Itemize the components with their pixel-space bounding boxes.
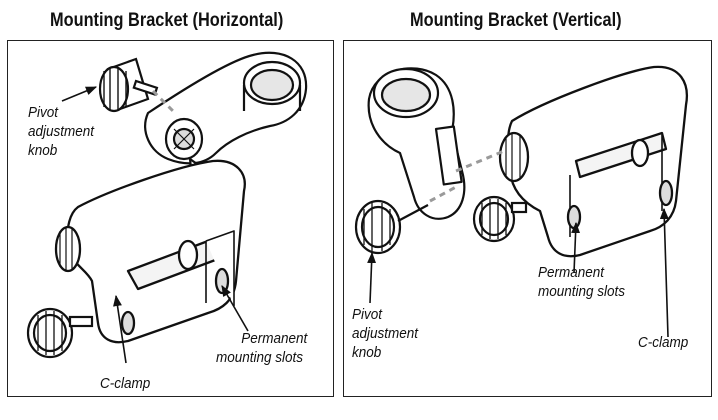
c-clamp-vertical	[498, 65, 688, 258]
mounting-slots-label-right: Permanent mounting slots	[538, 264, 626, 300]
clamp-knob	[26, 307, 94, 359]
pivot-knob-upper	[98, 57, 159, 113]
c-clamp-body	[54, 159, 246, 344]
c-clamp-label-right: C-clamp	[638, 334, 689, 351]
pivot-knob-label-left: Pivot adjustment knob	[28, 104, 95, 159]
panel-vertical: Permanent mounting slots Pivot adjustmen…	[343, 40, 712, 397]
c-clamp-label-left: C-clamp	[100, 375, 151, 392]
swivel-arm	[144, 51, 308, 183]
pivot-knob-vertical	[354, 199, 429, 255]
pivot-knob-label-right: Pivot adjustment knob	[352, 306, 419, 361]
vertical-bracket-illustration	[354, 65, 688, 338]
swivel-arm-vertical	[367, 67, 466, 220]
clamp-knob-vertical	[472, 195, 528, 243]
panel-horizontal: Pivot adjustment knob Permanent mounting…	[7, 40, 334, 397]
horizontal-bracket-illustration	[26, 51, 308, 364]
mounting-slots-label-left: Permanent mounting slots	[216, 330, 308, 366]
title-horizontal: Mounting Bracket (Horizontal)	[50, 10, 284, 31]
title-vertical: Mounting Bracket (Vertical)	[410, 10, 622, 31]
